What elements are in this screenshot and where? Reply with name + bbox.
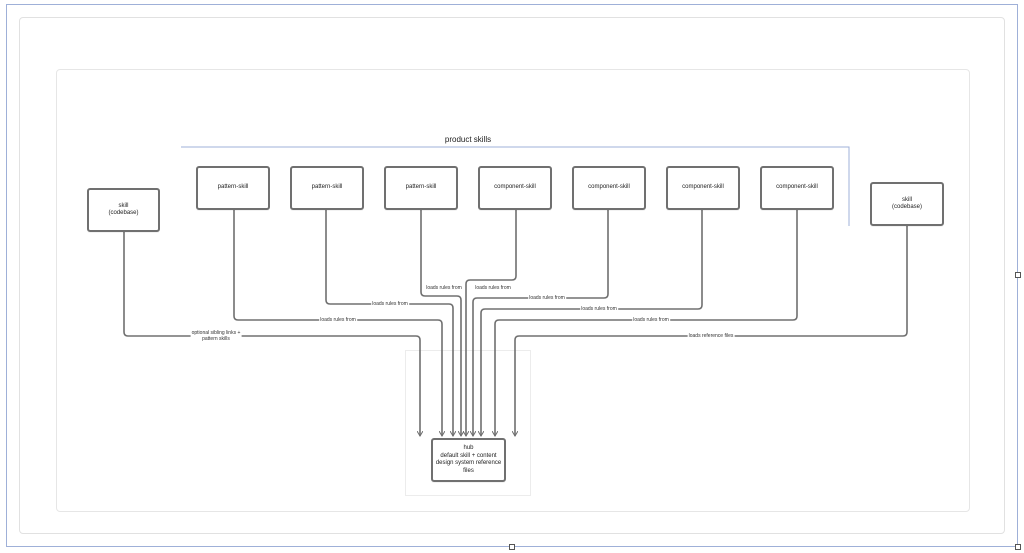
outer-board: [19, 17, 1005, 534]
node-skill-left[interactable]: skill (codebase): [87, 188, 160, 232]
edge-label-skill-left: optional sibling links + pattern skills: [190, 330, 242, 342]
edge-label-component-2: loads rules from: [528, 295, 566, 301]
node-component-1[interactable]: component-skill: [478, 166, 552, 210]
edge-label-skill-right: loads reference files: [687, 333, 735, 339]
inner-board: [56, 69, 970, 512]
edge-pattern-3[interactable]: [420, 210, 461, 436]
node-pattern-3[interactable]: pattern-skill: [384, 166, 458, 210]
group-title: product skills: [444, 135, 492, 144]
node-component-2[interactable]: component-skill: [572, 166, 646, 210]
resize-handle-bottom[interactable]: [509, 544, 515, 550]
node-hub[interactable]: hub default skill + content design syste…: [431, 438, 506, 482]
edge-pattern-1[interactable]: [233, 210, 442, 436]
node-skill-right[interactable]: skill (codebase): [870, 182, 944, 226]
node-component-3[interactable]: component-skill: [666, 166, 740, 210]
edge-label-pattern-2: loads rules from: [371, 301, 409, 307]
edge-component-4[interactable]: [495, 210, 798, 436]
edge-component-2[interactable]: [473, 210, 609, 436]
edge-component-3[interactable]: [481, 210, 703, 436]
node-component-4[interactable]: component-skill: [760, 166, 834, 210]
edge-label-pattern-3: loads rules from: [425, 285, 463, 291]
hub-underlay: [405, 350, 531, 496]
node-pattern-2[interactable]: pattern-skill: [290, 166, 364, 210]
edge-label-component-4: loads rules from: [632, 317, 670, 323]
resize-handle-corner[interactable]: [1015, 544, 1021, 550]
edge-skill-right[interactable]: [515, 226, 908, 436]
edge-label-component-3: loads rules from: [580, 306, 618, 312]
edge-skill-left[interactable]: [123, 232, 420, 436]
group-bracket: [181, 146, 850, 226]
edge-label-pattern-1: loads rules from: [319, 317, 357, 323]
edge-component-1[interactable]: [466, 210, 517, 436]
edge-pattern-2[interactable]: [325, 210, 453, 436]
resize-handle-right[interactable]: [1015, 272, 1021, 278]
edge-label-component-1: loads rules from: [474, 285, 512, 291]
node-pattern-1[interactable]: pattern-skill: [196, 166, 270, 210]
